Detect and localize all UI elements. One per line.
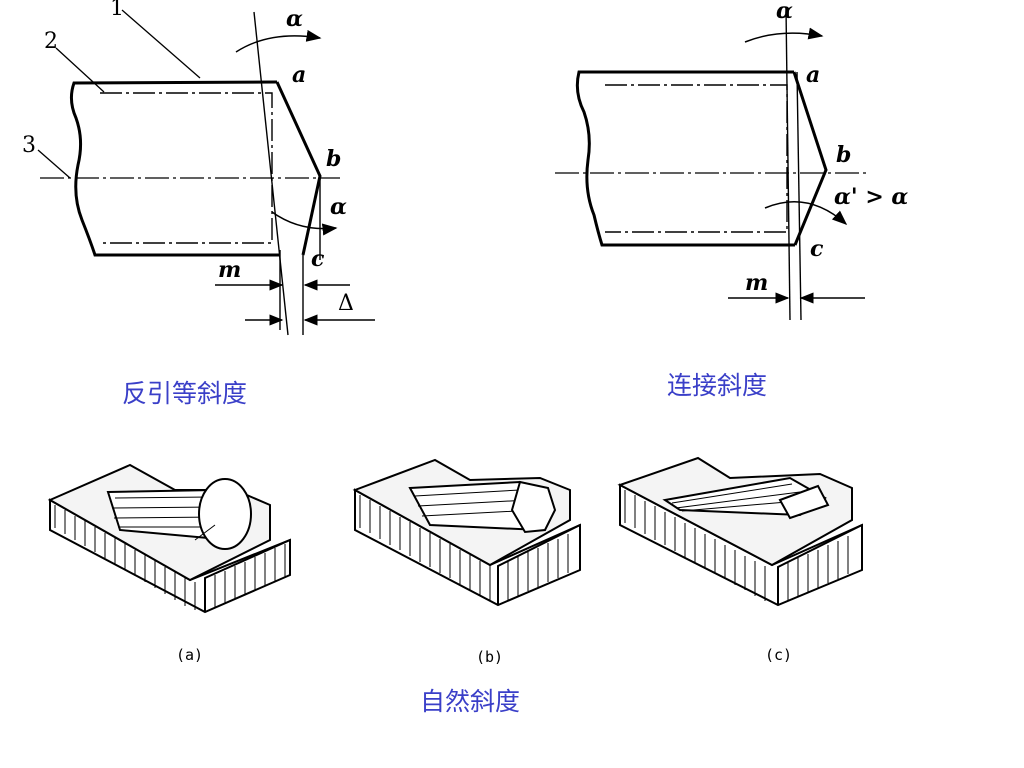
caption-natural-draft: 自然斜度 <box>420 687 521 716</box>
label-point-c-right: c <box>810 236 824 262</box>
part-outline-left <box>69 80 280 257</box>
label-point-a: a <box>292 62 306 88</box>
tapered-end-right <box>792 71 828 246</box>
label-1: 1 <box>110 0 124 21</box>
label-3: 3 <box>22 133 36 158</box>
sublabel-a: (a) <box>176 646 204 664</box>
caption-connecting-draft: 连接斜度 <box>667 371 768 400</box>
reverse-draft-figure <box>37 9 375 336</box>
part-outline-right <box>575 70 795 247</box>
label-dim-m: m <box>218 257 241 283</box>
caption-reverse-draft: 反引等斜度 <box>122 379 248 408</box>
connecting-draft-labels: a b c α α' > α m <box>745 0 908 296</box>
label-dim-m-right: m <box>745 270 768 296</box>
sublabel-b: (b) <box>476 648 504 666</box>
block-b-illustration <box>352 458 581 607</box>
cylinder-end <box>198 478 252 550</box>
label-dim-delta: Δ <box>338 291 354 316</box>
reverse-draft-labels: 1 2 3 a b c α α m Δ <box>22 0 354 316</box>
label-point-c: c <box>311 246 325 272</box>
sublabel-c: (c) <box>765 646 793 664</box>
block-c-illustration <box>617 456 863 607</box>
label-relation: α' > α <box>834 184 908 210</box>
label-2: 2 <box>44 29 58 54</box>
label-angle-right: α <box>776 0 793 24</box>
tapered-end-left <box>275 81 322 256</box>
connecting-draft-figure <box>555 7 870 321</box>
label-angle-top: α <box>286 6 303 32</box>
block-a-illustration <box>47 463 291 614</box>
label-point-a-right: a <box>806 62 820 88</box>
label-angle-bottom: α <box>330 194 347 220</box>
label-point-b-right: b <box>836 142 851 168</box>
label-point-b: b <box>326 146 341 172</box>
